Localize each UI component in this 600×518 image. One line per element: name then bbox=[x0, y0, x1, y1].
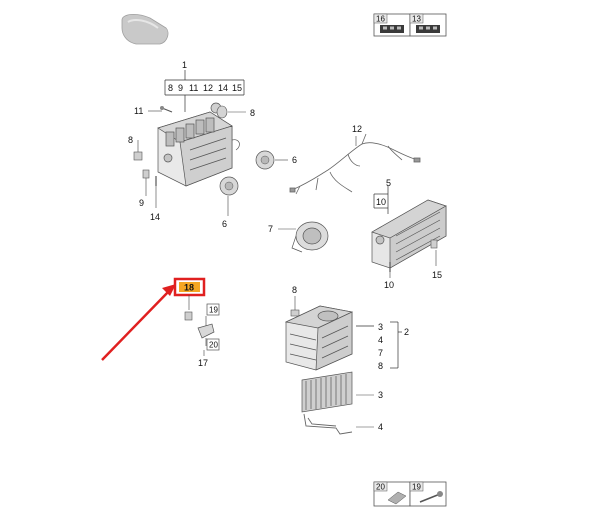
nut-tray-icon bbox=[380, 25, 404, 33]
bottom-legend-19[interactable]: 19 bbox=[409, 481, 447, 507]
assembly-a-main-callout: 1 bbox=[182, 60, 187, 70]
label-evap-15: 15 bbox=[432, 270, 442, 280]
assembly-a-sub-12: 12 bbox=[203, 83, 213, 93]
bottom-legend-20[interactable]: 20 bbox=[373, 481, 411, 507]
label-sensor-8: 8 bbox=[128, 135, 133, 145]
label-blower-7: 7 bbox=[268, 224, 273, 234]
small-part-19[interactable]: 19 bbox=[206, 303, 220, 316]
legend-number: 19 bbox=[412, 483, 421, 492]
blower-motor-drawing[interactable] bbox=[291, 221, 329, 253]
small-nut-part[interactable] bbox=[184, 311, 193, 321]
assembly-a-leaders bbox=[137, 110, 288, 216]
heater-group-4: 4 bbox=[378, 335, 383, 345]
label-clip-8: 8 bbox=[250, 108, 255, 118]
hvac-housing-drawing[interactable] bbox=[157, 102, 240, 187]
temp-sensor-part[interactable] bbox=[142, 169, 150, 179]
label-filter-3: 3 bbox=[378, 390, 383, 400]
legend-number: 20 bbox=[376, 483, 385, 492]
label-actuator-6a: 6 bbox=[292, 155, 297, 165]
heater-callout-bracket bbox=[356, 321, 402, 369]
assembly-a-sub-9: 9 bbox=[178, 83, 183, 93]
assembly-a-sub-8: 8 bbox=[168, 83, 173, 93]
label-actuator-6b: 6 bbox=[222, 219, 227, 229]
top-legend-13[interactable]: 13 bbox=[409, 13, 447, 37]
heater-group-7: 7 bbox=[378, 348, 383, 358]
sensor-part[interactable] bbox=[133, 151, 143, 161]
nut-tray-icon bbox=[416, 25, 440, 33]
label-part-18: 18 bbox=[184, 283, 194, 293]
small-part-20[interactable]: 20 bbox=[206, 338, 220, 351]
heater-group-8: 8 bbox=[378, 361, 383, 371]
highlighted-part-18[interactable]: 18 bbox=[173, 277, 206, 297]
heater-unit-drawing[interactable] bbox=[284, 305, 354, 371]
actuator-right[interactable] bbox=[255, 150, 275, 170]
top-legend-16[interactable]: 16 bbox=[373, 13, 411, 37]
legend-number: 16 bbox=[376, 15, 385, 24]
screw-part[interactable] bbox=[160, 106, 173, 113]
screw-icon bbox=[419, 491, 443, 503]
label-bracket-17: 17 bbox=[198, 358, 208, 368]
seal-drawing[interactable] bbox=[303, 413, 353, 435]
red-arrow-icon bbox=[101, 284, 176, 361]
legend-number: 13 bbox=[412, 15, 421, 24]
evaporator-main-callout: 5 bbox=[386, 178, 391, 188]
assembly-a-callout bbox=[164, 70, 245, 112]
wiring-harness-drawing[interactable] bbox=[289, 133, 421, 195]
cabin-filter-drawing[interactable] bbox=[301, 371, 353, 413]
svg-text:19: 19 bbox=[209, 306, 218, 315]
label-evap-10: 10 bbox=[384, 280, 394, 290]
bracket-part-drawing[interactable] bbox=[197, 316, 215, 346]
assembly-a-sub-11: 11 bbox=[189, 83, 198, 93]
clip-nut-icon bbox=[387, 491, 407, 505]
heater-main-callout: 2 bbox=[404, 327, 409, 337]
label-part-9: 9 bbox=[139, 198, 144, 208]
heater-sensor-part[interactable] bbox=[290, 309, 300, 317]
heater-group-3: 3 bbox=[378, 322, 383, 332]
evaporator-sub-callout: 10 bbox=[376, 197, 386, 207]
label-heater-sensor-8: 8 bbox=[292, 285, 297, 295]
label-seal-4: 4 bbox=[378, 422, 383, 432]
assembly-a-sub-14: 14 bbox=[218, 83, 228, 93]
svg-text:20: 20 bbox=[209, 341, 218, 350]
label-screw-11: 11 bbox=[134, 106, 143, 116]
car-silhouette-icon bbox=[121, 14, 169, 45]
evaporator-housing-drawing[interactable] bbox=[371, 199, 447, 269]
label-harness-12: 12 bbox=[352, 124, 362, 134]
assembly-a-sub-15: 15 bbox=[232, 83, 242, 93]
clip-part[interactable] bbox=[216, 105, 228, 119]
evaporator-callout bbox=[373, 186, 389, 214]
label-part-14: 14 bbox=[150, 212, 160, 222]
evaporator-clip[interactable] bbox=[430, 239, 438, 249]
actuator-bottom[interactable] bbox=[219, 176, 239, 196]
